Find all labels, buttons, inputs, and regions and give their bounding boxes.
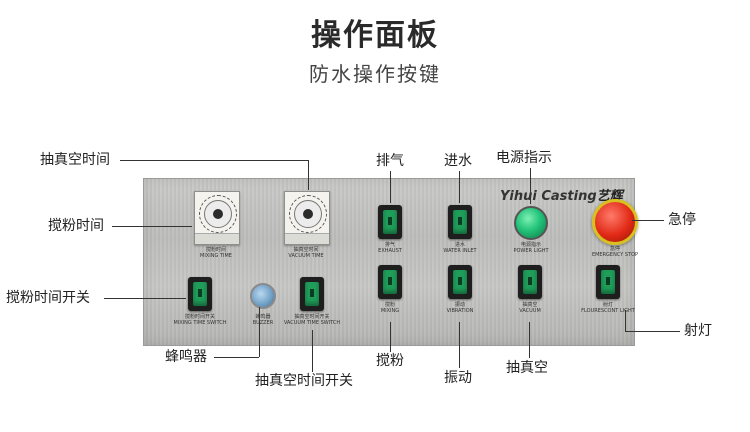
page-subtitle: 防水操作按键 [309, 62, 441, 86]
callout-exhaust: 排气 [376, 153, 404, 169]
control-panel: Yihui Casting艺辉 搅粉时间 MIXING TIME 抽真空时间 V… [143, 178, 639, 346]
mixing-label: 搅粉 MIXING [380, 302, 400, 314]
callout-vibration: 振动 [444, 370, 472, 386]
emergency-stop-button[interactable] [592, 199, 638, 245]
timer-knob[interactable] [204, 200, 232, 228]
flourescent-light-label: 射灯 FLOURESCONT LIGHT [581, 302, 635, 314]
flourescent-light-switch[interactable] [596, 265, 620, 299]
vibration-switch[interactable] [448, 265, 472, 299]
mixing-switch[interactable] [378, 265, 402, 299]
page-title: 操作面板 [311, 18, 439, 53]
mixing-time-switch-label: 搅粉时间开关 MIXING TIME SWITCH [173, 314, 227, 326]
vacuum-label: 抽真空 VACUUM [519, 302, 541, 314]
exhaust-label: 排气 EXHAUST [378, 242, 402, 254]
callout-flourescent-light: 射灯 [684, 323, 712, 339]
timer-scale [199, 195, 237, 233]
vacuum-time-switch-label: 抽真空时间开关 VACUUM TIME SWITCH [283, 314, 341, 326]
vibration-label: 振动 VIBRATION [446, 302, 474, 314]
mixing-timer-dial[interactable] [194, 191, 240, 245]
callout-mixing-time-switch: 搅粉时间开关 [6, 290, 90, 306]
exhaust-switch[interactable] [378, 205, 402, 239]
brand-latin: Yihui Casting [500, 189, 597, 204]
mixing-time-label: 搅粉时间 MIXING TIME [200, 247, 232, 259]
callout-emergency-stop: 急停 [668, 212, 696, 228]
timer-knob[interactable] [294, 200, 322, 228]
timer-scale [289, 195, 327, 233]
emergency-stop-label: 急停 EMERGENCY STOP [591, 246, 639, 258]
callout-water-inlet: 进水 [444, 153, 472, 169]
callout-mixing: 搅粉 [376, 353, 404, 369]
power-light-label: 电源指示 POWER LIGHT [513, 242, 549, 254]
vacuum-timer-dial[interactable] [284, 191, 330, 245]
buzzer-icon [250, 283, 276, 309]
vacuum-switch[interactable] [518, 265, 542, 299]
callout-mixing-time: 搅粉时间 [48, 218, 104, 234]
callout-vacuum-time: 抽真空时间 [40, 152, 110, 168]
water-inlet-switch[interactable] [448, 205, 472, 239]
callout-vacuum: 抽真空 [506, 360, 548, 376]
callout-buzzer: 蜂鸣器 [165, 349, 207, 365]
vacuum-time-label: 抽真空时间 VACUUM TIME [288, 247, 324, 259]
water-inlet-label: 进水 WATER INLET [443, 242, 477, 254]
mixing-time-switch[interactable] [188, 277, 212, 311]
callout-vacuum-time-switch: 抽真空时间开关 [255, 373, 353, 389]
buzzer-label: 蜂鸣器 BUZZER [252, 314, 274, 326]
callout-power-light: 电源指示 [496, 150, 552, 166]
power-indicator-light [514, 206, 548, 240]
vacuum-time-switch[interactable] [300, 277, 324, 311]
